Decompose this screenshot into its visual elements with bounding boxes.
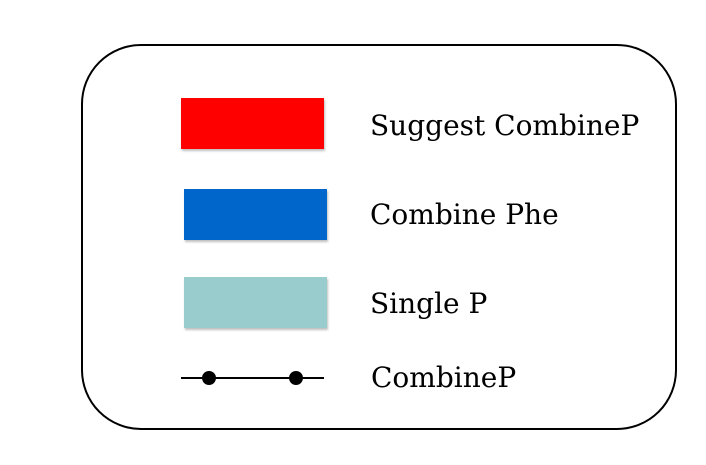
- legend-swatch-combinep-line: [181, 371, 324, 385]
- legend-label-combine-phe: Combine Phe: [370, 198, 559, 231]
- legend-label-single-p: Single P: [370, 287, 488, 320]
- combinep-marker-dot: [289, 371, 303, 385]
- combinep-marker-dot: [202, 371, 216, 385]
- legend-swatch-combine-phe: [184, 189, 327, 240]
- legend-box: [81, 44, 677, 430]
- legend-swatch-suggest-combinep: [181, 98, 324, 149]
- legend-swatch-single-p: [184, 277, 327, 328]
- legend-label-combinep: CombineP: [371, 361, 517, 394]
- legend-label-suggest-combinep: Suggest CombineP: [370, 109, 640, 142]
